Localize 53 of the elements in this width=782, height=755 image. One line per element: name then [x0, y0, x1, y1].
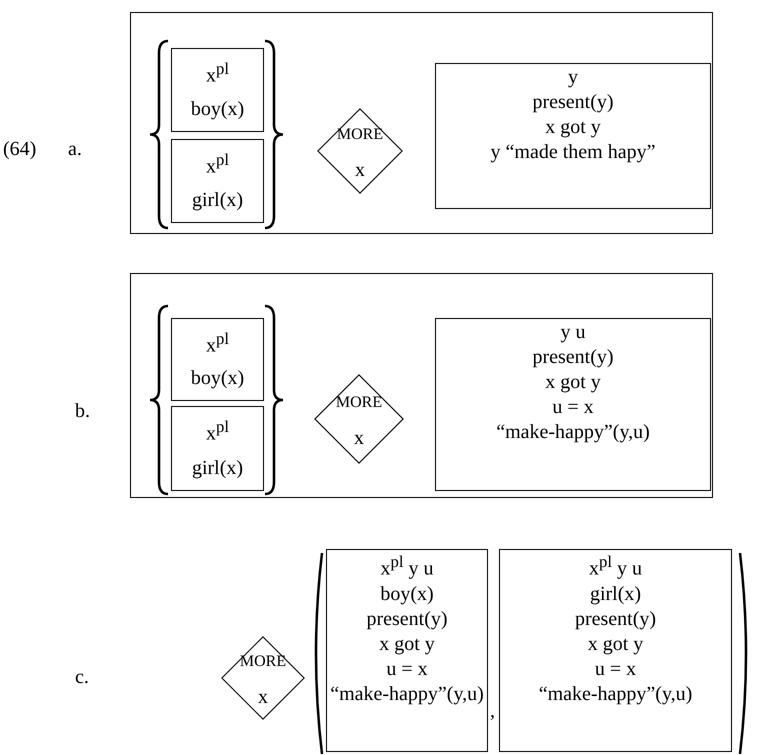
drs-box	[435, 63, 711, 209]
condition: “make-happy”(y,u)	[496, 421, 650, 444]
item-letter: a.	[68, 138, 82, 161]
item-letter: c.	[75, 666, 89, 689]
drs-box	[435, 318, 711, 491]
quantifier-diamond	[314, 374, 404, 464]
condition: x got y	[588, 632, 644, 656]
condition: girl(x)	[192, 456, 244, 480]
condition: “make-happy”(y,u)	[330, 682, 484, 706]
condition: y “made them hapy”	[490, 141, 656, 164]
condition: boy(x)	[190, 98, 244, 121]
quantifier-diamond	[221, 636, 305, 720]
drs-box	[171, 139, 264, 223]
condition: girl(x)	[192, 188, 244, 212]
example-number: (64)	[3, 138, 36, 161]
drs-box	[171, 48, 264, 132]
condition: x got y	[545, 371, 601, 394]
drs-box	[171, 406, 264, 491]
condition: boy(x)	[380, 582, 434, 606]
condition: u = x	[552, 396, 594, 419]
quantifier-word: MORE	[336, 126, 384, 145]
discourse-referents: x$^{pl}$	[206, 59, 229, 88]
variable: x	[355, 158, 365, 182]
discourse-referents: x$^{pl}$	[206, 417, 229, 446]
condition: boy(x)	[190, 367, 244, 390]
condition: present(y)	[532, 91, 614, 114]
outer-drs-box	[130, 273, 713, 498]
comma: ,	[490, 700, 495, 723]
discourse-referents: y u	[560, 321, 586, 344]
condition: x got y	[379, 632, 435, 656]
condition: u = x	[594, 658, 636, 681]
condition: present(y)	[366, 608, 448, 631]
condition: “make-happy”(y,u)	[538, 682, 692, 706]
outer-drs-box	[130, 12, 713, 234]
quantifier-word: MORE	[336, 394, 382, 413]
discourse-referents: x$^{pl}$ y u	[589, 552, 642, 581]
condition: present(y)	[574, 608, 656, 631]
condition: present(y)	[532, 346, 614, 369]
discourse-referents: y	[568, 66, 578, 89]
discourse-referents: x$^{pl}$	[206, 150, 229, 179]
variable: x	[354, 426, 364, 450]
drs-box	[326, 549, 488, 752]
condition: x got y	[545, 116, 601, 139]
quantifier-diamond	[317, 108, 403, 194]
condition: girl(x)	[590, 582, 642, 606]
item-letter: b.	[75, 400, 90, 423]
drs-box	[171, 318, 264, 401]
condition: u = x	[386, 658, 428, 681]
drs-box	[499, 549, 732, 752]
discourse-referents: x$^{pl}$ y u	[380, 552, 434, 581]
discourse-referents: x$^{pl}$	[206, 328, 229, 358]
variable: x	[258, 686, 268, 709]
quantifier-word: MORE	[240, 653, 286, 672]
